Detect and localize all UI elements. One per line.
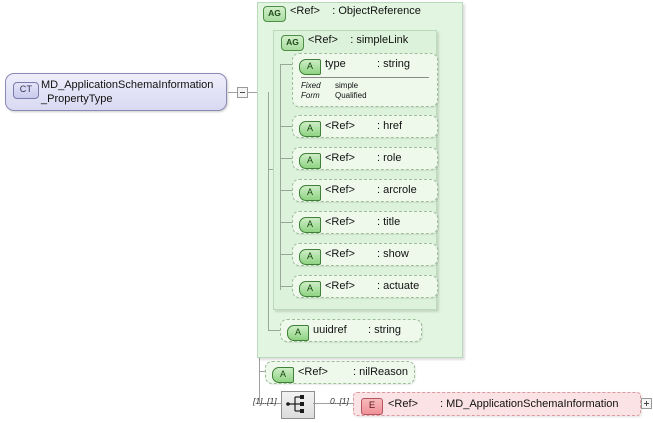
attribute-arcrole-name: <Ref>: [325, 184, 355, 196]
attribute-actuate[interactable]: A <Ref> : actuate: [292, 275, 438, 298]
group-simple-link-ref: <Ref>: [308, 34, 338, 46]
element-type: : MD_ApplicationSchemaInformation: [440, 398, 619, 410]
attribute-badge: A: [299, 121, 321, 137]
facet-separator: [301, 77, 429, 78]
connector-objectref-trunk: [268, 92, 269, 330]
attribute-uuidref-datatype: : string: [368, 324, 402, 336]
complex-type-name-line2: _PropertyType: [41, 92, 113, 105]
group-object-reference-header: AG <Ref> : ObjectReference: [263, 5, 443, 22]
attribute-type-name: type: [325, 58, 346, 70]
complex-type-collapse-toggle[interactable]: [237, 87, 248, 98]
facet-key-form: Form: [301, 91, 320, 100]
attribute-nilreason[interactable]: A <Ref> : nilReason: [265, 361, 415, 384]
connector-to-nilreason: [259, 371, 268, 372]
connector-objectref-to-uuidref: [268, 330, 280, 331]
connector-sequence-to-element: [313, 403, 353, 404]
complex-type-name-line1: MD_ApplicationSchemaInformation: [41, 79, 214, 91]
attribute-href-datatype: : href: [377, 120, 403, 132]
connector-branch-href: [280, 126, 292, 127]
minus-icon: [240, 92, 245, 93]
element-md-applicationschemainformation[interactable]: E <Ref> : MD_ApplicationSchemaInformatio…: [353, 392, 641, 416]
element-badge: E: [361, 398, 383, 415]
attribute-badge: A: [272, 367, 294, 383]
group-object-reference-type: : ObjectReference: [332, 5, 421, 17]
facet-value-form: Qualified: [335, 91, 367, 100]
connector-toggle-right: [248, 92, 260, 93]
element-expand-toggle[interactable]: [641, 398, 652, 409]
attribute-role-name: <Ref>: [325, 152, 355, 164]
attribute-badge: A: [299, 217, 321, 233]
group-object-reference-text: <Ref> : ObjectReference: [290, 5, 421, 17]
connector-to-sequence: [259, 403, 281, 404]
plus-icon-vertical: [646, 401, 647, 406]
attribute-show[interactable]: A <Ref> : show: [292, 243, 438, 266]
connector-simplelink-trunk: [280, 80, 281, 290]
facet-value-fixed: simple: [335, 81, 359, 90]
attribute-uuidref[interactable]: A uuidref : string: [280, 319, 422, 342]
connector-branch-title: [280, 222, 292, 223]
connector-branch-arcrole: [280, 190, 292, 191]
group-simple-link-text: <Ref> : simpleLink: [308, 34, 408, 46]
group-simple-link-header: AG <Ref> : simpleLink: [281, 34, 431, 51]
complex-type-badge: CT: [13, 82, 39, 99]
attribute-arcrole-datatype: : arcrole: [377, 184, 417, 196]
attribute-title-name: <Ref>: [325, 216, 355, 228]
attribute-badge: A: [299, 185, 321, 201]
group-simple-link-type: : simpleLink: [350, 34, 409, 46]
sequence-icon-glyph: [286, 395, 304, 413]
connector-ct-to-toggle: [228, 92, 237, 93]
attribute-badge: A: [299, 153, 321, 169]
attribute-arcrole[interactable]: A <Ref> : arcrole: [292, 179, 438, 202]
attribute-type[interactable]: A type : string Fixed simple Form Qualif…: [292, 53, 438, 107]
sequence-compositor-icon[interactable]: [281, 391, 315, 419]
attribute-uuidref-name: uuidref: [313, 324, 347, 336]
attribute-group-badge: AG: [281, 35, 304, 51]
group-object-reference-ref: <Ref>: [290, 5, 320, 17]
attribute-badge: A: [299, 59, 321, 75]
cardinality-right: 0..[1]: [330, 396, 349, 406]
attribute-group-badge: AG: [263, 6, 286, 22]
connector-branch-show: [280, 254, 292, 255]
connector-branch-type-riser: [280, 64, 281, 81]
attribute-href[interactable]: A <Ref> : href: [292, 115, 438, 138]
attribute-badge: A: [287, 325, 309, 341]
attribute-actuate-name: <Ref>: [325, 280, 355, 292]
attribute-show-datatype: : show: [377, 248, 409, 260]
attribute-nilreason-name: <Ref>: [298, 366, 328, 378]
complex-type-label: MD_ApplicationSchemaInformation _Propert…: [41, 79, 218, 106]
attribute-nilreason-datatype: : nilReason: [353, 366, 409, 378]
attribute-title-datatype: : title: [377, 216, 401, 228]
attribute-show-name: <Ref>: [325, 248, 355, 260]
connector-branch-actuate: [280, 286, 292, 287]
complex-type-box[interactable]: CT MD_ApplicationSchemaInformation _Prop…: [5, 73, 227, 111]
attribute-type-datatype: : string: [377, 58, 411, 70]
element-ref: <Ref>: [388, 398, 418, 410]
attribute-badge: A: [299, 281, 321, 297]
connector-objectref-to-simplelink: [268, 169, 276, 170]
attribute-role-datatype: : role: [377, 152, 402, 164]
connector-branch-type: [280, 64, 292, 65]
attribute-href-name: <Ref>: [325, 120, 355, 132]
facet-key-fixed: Fixed: [301, 81, 321, 90]
attribute-role[interactable]: A <Ref> : role: [292, 147, 438, 170]
cardinality-left: [1]..[1]: [253, 396, 277, 406]
attribute-title[interactable]: A <Ref> : title: [292, 211, 438, 234]
connector-branch-role: [280, 158, 292, 159]
attribute-actuate-datatype: : actuate: [377, 280, 420, 292]
attribute-badge: A: [299, 249, 321, 265]
